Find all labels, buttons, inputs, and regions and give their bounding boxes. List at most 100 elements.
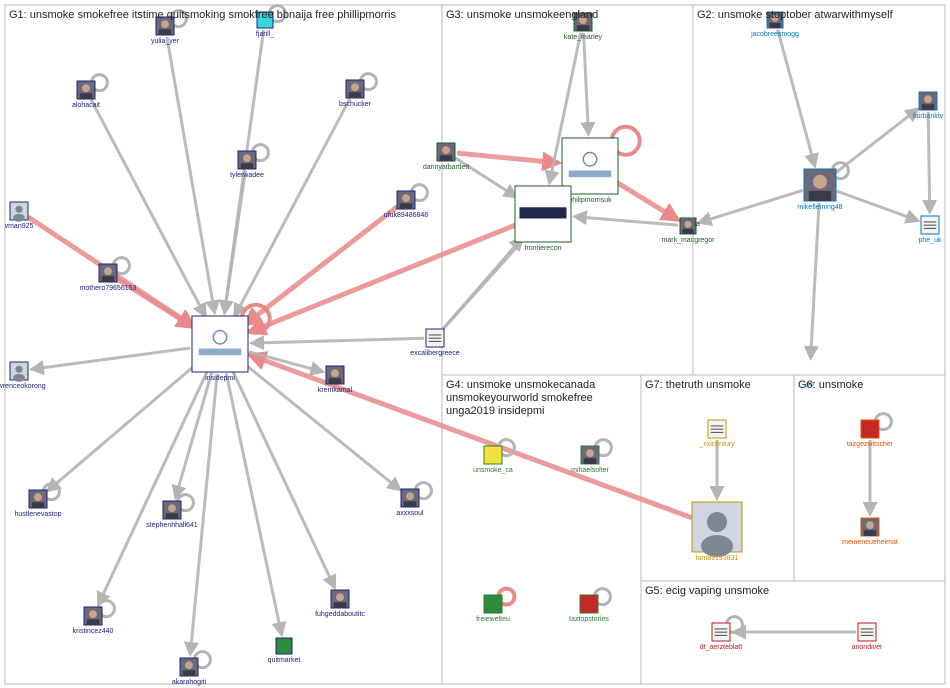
avatar-photo-icon (918, 91, 938, 111)
group-title-g1: G1: unsmoke smokefree itstime quitsmokin… (9, 9, 396, 21)
node-anondiver[interactable]: anondiver (852, 622, 883, 651)
node-tom89193831[interactable]: tom89193831 (691, 501, 743, 562)
group-box-g4 (441, 374, 642, 685)
node-tylerwadee[interactable]: tylerwadee (230, 150, 264, 179)
group-box-g5 (640, 580, 946, 685)
node-frontierecon[interactable]: frontierecon (514, 185, 572, 252)
edge-yulia_yer-to-insidepmi (165, 36, 220, 316)
node-label: tazgezwitscher (847, 441, 894, 448)
node-kremkamal[interactable]: kremkamal (318, 365, 353, 394)
node-label: dannyatbartlett (423, 164, 469, 171)
group-titles: G1: unsmoke smokefree itstime quitsmokin… (9, 9, 894, 597)
node-label: meineneueheimat (842, 539, 898, 546)
node-label: kristincez440 (73, 628, 114, 635)
node-alohacait[interactable]: alohacait (72, 80, 100, 109)
node-lawrenceokorong[interactable]: lawrenceokorong (0, 361, 46, 390)
pm-logo-icon (561, 137, 619, 195)
avatar-photo-icon (573, 12, 593, 32)
node-excalibergreece[interactable]: excalibergreece (410, 328, 460, 357)
node-insidepmi[interactable]: insidepmi (191, 315, 249, 382)
node-label: unsmoke_ca (473, 467, 513, 474)
node-fairbanktv[interactable]: fairbanktv (913, 91, 944, 120)
group-title-g2: G2: unsmoke stoptober atwarwithmyself (697, 9, 894, 21)
node-bschucker[interactable]: bschucker (339, 79, 372, 108)
node-unsmoke_ca[interactable]: unsmoke_ca (473, 445, 513, 474)
avatar-default-icon (9, 201, 29, 222)
edge-mikefleming48-to-posterchild (803, 202, 821, 362)
node-label: hustlenevastop (14, 511, 61, 518)
avatar-green-icon (275, 637, 293, 655)
node-mihaelsolter[interactable]: mihaelsolter (571, 445, 610, 474)
edges-layer (26, 29, 938, 658)
avatar-photo-icon (98, 263, 118, 283)
edge-jacobreesmogg-to-mikefleming48 (776, 29, 819, 169)
node-akarahogiti[interactable]: akarahogiti (172, 657, 207, 686)
avatar-photo-icon (155, 16, 175, 36)
avatar-photo-icon (162, 500, 182, 520)
avatar-yellow-icon (483, 445, 503, 465)
node-yulia_yer[interactable]: yulia_yer (151, 16, 180, 45)
node-quitmarket[interactable]: quitmarket (268, 637, 301, 664)
node-philipmorrisuk[interactable]: philipmorrisuk (561, 137, 619, 204)
node-dannyatbartlett[interactable]: dannyatbartlett (423, 142, 469, 171)
node-mikefleming48[interactable]: mikefleming48 (797, 168, 843, 211)
edge-insidepmi-to-stephenhhall641 (171, 372, 214, 501)
edge-dannyatbartlett-to-philipmorrisuk (456, 150, 563, 172)
node-tazgezwitscher[interactable]: tazgezwitscher (847, 419, 894, 448)
node-vman925[interactable]: vman925 (5, 201, 34, 230)
avatar-photo-icon (580, 445, 600, 465)
partial-node-label-posterchild: po (806, 381, 814, 388)
node-label: mihaelsolter (571, 467, 609, 474)
group-title-g4-line1: G4: unsmoke unsmokecanada (446, 379, 596, 391)
node-_xxicentury[interactable]: _xxicentury (698, 419, 735, 448)
edge-alohacait-to-insidepmi (89, 99, 207, 319)
node-label: lawrenceokorong (0, 383, 46, 390)
avatar-text-icon (857, 622, 877, 642)
node-kate_marley[interactable]: kate_marley (564, 12, 603, 41)
node-kristincez440[interactable]: kristincez440 (73, 606, 114, 635)
avatar-default-icon (9, 361, 29, 382)
node-label: mark_macgregor (662, 237, 716, 244)
edge-ufuk89486848-to-insidepmi (242, 204, 399, 327)
edge-dannyatbartlett-to-frontierecon (454, 156, 519, 199)
avatar-photo-icon (400, 488, 420, 508)
edge-insidepmi-to-axxxsoul (242, 361, 403, 492)
node-label: akarahogiti (172, 679, 207, 686)
node-freiewelteu[interactable]: freiewelteu (476, 594, 510, 623)
avatar-text-icon (920, 215, 940, 235)
node-phe_uk[interactable]: phe_uk (919, 215, 942, 244)
node-ufuk89486848[interactable]: ufuk89486848 (384, 190, 428, 219)
node-axxxsoul[interactable]: axxxsoul (396, 488, 424, 517)
avatar-photo-icon (396, 190, 416, 210)
avatar-photo-icon (345, 79, 365, 99)
avatar-photo-icon (76, 80, 96, 100)
avatar-photo-icon (330, 589, 350, 609)
edge-mikefleming48-to-fairbanktv (833, 107, 921, 176)
node-stephenhhall641[interactable]: stephenhhall641 (146, 500, 198, 529)
avatar-text-icon (425, 328, 445, 348)
node-fjarill_[interactable]: fjarill_ (256, 11, 274, 38)
node-label: ufuk89486848 (384, 212, 428, 219)
node-label: taztopstories (569, 616, 609, 623)
node-label: jacobreesmogg (750, 31, 799, 38)
node-dt_aerzteblatt[interactable]: dt_aerzteblatt (700, 622, 742, 651)
node-label: stephenhhall641 (146, 522, 197, 529)
avatar-photo-icon (860, 517, 880, 537)
node-meineneueheimat[interactable]: meineneueheimat (842, 517, 898, 546)
edge-insidepmi-to-kristincez440 (96, 370, 209, 607)
edge-mikefleming48-to-phe_uk (836, 189, 921, 224)
node-hustlenevastop[interactable]: hustlenevastop (14, 489, 62, 518)
node-label: frontierecon (525, 245, 562, 252)
node-label: tylerwadee (230, 172, 264, 179)
edge-insidepmi-to-akarahogiti (183, 373, 219, 658)
avatar-photo-icon (325, 365, 345, 385)
node-mothero79656153[interactable]: mothero79656153 (80, 263, 137, 292)
node-taztopstories[interactable]: taztopstories (569, 594, 609, 623)
node-mark_macgregor[interactable]: mark_macgregor (662, 217, 716, 244)
node-label: _xxicentury (698, 441, 735, 448)
node-fuhgeddaboutitc[interactable]: fuhgeddaboutitc (315, 589, 365, 618)
node-jacobreesmogg[interactable]: jacobreesmogg (750, 11, 799, 38)
avatar-green-icon (483, 594, 503, 614)
